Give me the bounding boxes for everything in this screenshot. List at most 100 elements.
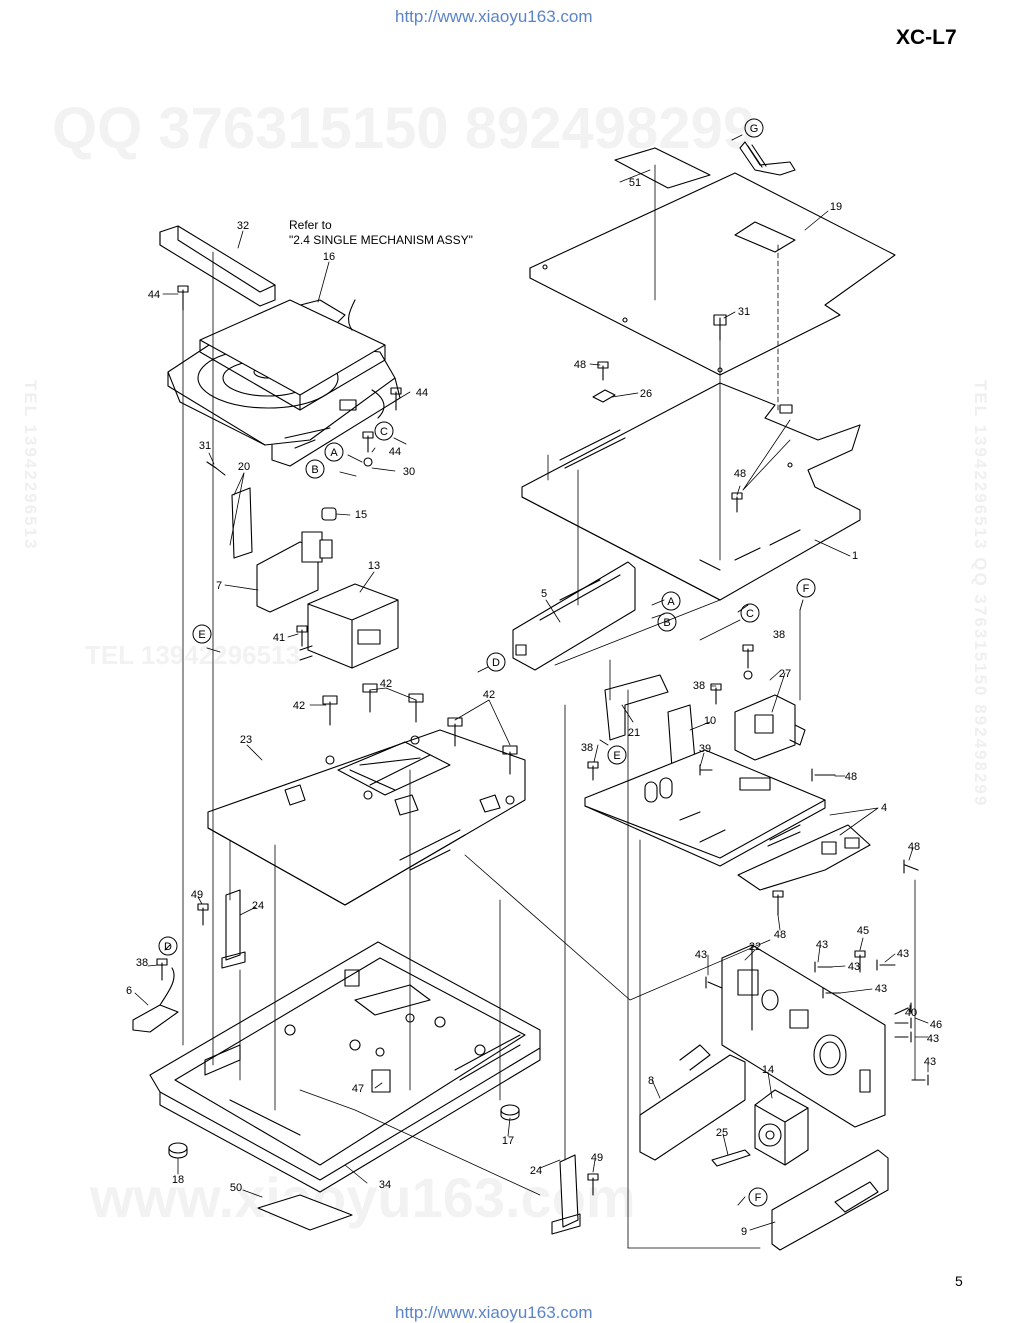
- label-24: 24: [252, 900, 264, 912]
- label-17: 17: [502, 1135, 514, 1147]
- part-6-cable-holder: [132, 967, 179, 1033]
- label-43: 43: [927, 1033, 939, 1045]
- part-51-label: [614, 147, 711, 189]
- callout-e-left: [192, 624, 212, 644]
- callout-c-right: [740, 603, 760, 623]
- label-38: 38: [581, 742, 593, 754]
- part-50-label: [257, 1194, 353, 1231]
- part-5-long-pcb: [512, 561, 636, 671]
- part-27-switch-unit: [734, 694, 806, 761]
- part-15-spacer: [321, 507, 337, 521]
- label-38: 38: [693, 680, 705, 692]
- label-43: 43: [897, 948, 909, 960]
- callout-a-right: [661, 591, 681, 611]
- callout-f-right: [796, 578, 816, 598]
- model-title: XC-L7: [896, 26, 957, 49]
- label-1: 1: [852, 550, 858, 562]
- label-43: 43: [816, 939, 828, 951]
- label-41: 41: [273, 632, 285, 644]
- watermark-tel: TEL 13942296513: [85, 640, 300, 670]
- callout-d-left: [158, 936, 178, 956]
- label-46: 46: [930, 1019, 942, 1031]
- label-48: 48: [774, 929, 786, 941]
- label-44: 44: [148, 289, 160, 301]
- label-43: 43: [695, 949, 707, 961]
- label-30: 30: [403, 466, 415, 478]
- label-40: 40: [905, 1007, 917, 1019]
- label-43: 43: [875, 983, 887, 995]
- label-43: 43: [848, 961, 860, 973]
- label-42: 42: [380, 678, 392, 690]
- label-19: 19: [830, 201, 842, 213]
- label-31: 31: [738, 306, 750, 318]
- part-23-chassis-plate: [207, 729, 526, 906]
- part-4-pcb-upper: [584, 749, 826, 867]
- source-url-top[interactable]: http://www.xiaoyu163.com: [395, 7, 593, 26]
- leader-lines: [134, 169, 929, 1231]
- label-13: 13: [368, 560, 380, 572]
- part-9-pcb: [771, 1149, 889, 1251]
- callout-f-bottom: [748, 1187, 768, 1207]
- label-6: 6: [126, 985, 132, 997]
- direction-arrows: [164, 134, 804, 1206]
- label-39: 39: [699, 743, 711, 755]
- part-17-foot: [500, 1104, 520, 1121]
- label-45: 45: [857, 925, 869, 937]
- part-7-pcb: [256, 531, 333, 613]
- label-31: 31: [199, 440, 211, 452]
- label-42: 42: [483, 689, 495, 701]
- callout-letter-a: A: [330, 447, 338, 459]
- callout-e-right: [607, 745, 627, 765]
- reference-note-line-2: "2.4 SINGLE MECHANISM ASSY": [289, 233, 473, 247]
- callout-letter-e: E: [198, 629, 205, 641]
- label-49: 49: [191, 889, 203, 901]
- reference-note: Refer to "2.4 SINGLE MECHANISM ASSY": [289, 218, 473, 248]
- label-48: 48: [845, 771, 857, 783]
- label-5: 5: [541, 588, 547, 600]
- label-26: 26: [640, 388, 652, 400]
- callout-letter-c: C: [380, 426, 388, 438]
- callout-b-right: [657, 612, 677, 632]
- source-url-bottom[interactable]: http://www.xiaoyu163.com: [395, 1303, 593, 1322]
- part-26-bracket: [592, 389, 616, 403]
- part-34-bottom-chassis: [149, 941, 541, 1193]
- label-49: 49: [591, 1152, 603, 1164]
- callout-letter-a: A: [667, 596, 675, 608]
- screws: [156, 285, 929, 1196]
- callout-letter-e: E: [613, 750, 620, 762]
- label-22: 22: [749, 941, 761, 953]
- label-25: 25: [716, 1127, 728, 1139]
- part-22-rear-panel: [721, 944, 886, 1128]
- assembly-guide-lines: [182, 164, 916, 1249]
- label-48: 48: [908, 841, 920, 853]
- part-ribbon-cable-g: [739, 141, 796, 176]
- reference-note-line-1: Refer to: [289, 218, 332, 232]
- label-51: 51: [629, 177, 641, 189]
- callout-d-mid: [486, 652, 506, 672]
- label-14: 14: [762, 1064, 774, 1076]
- part-1-main-pcb: [521, 382, 861, 601]
- label-47: 47: [352, 1083, 364, 1095]
- callout-g-top: [744, 118, 764, 138]
- label-44: 44: [389, 446, 401, 458]
- part-13-transformer: [299, 583, 399, 669]
- label-50: 50: [230, 1182, 242, 1194]
- part-20-small-pcb: [231, 487, 253, 559]
- label-23: 23: [240, 734, 252, 746]
- callout-letter-c: C: [746, 608, 754, 620]
- label-21: 21: [628, 727, 640, 739]
- label-48: 48: [574, 359, 586, 371]
- part-4-pcb-lower: [737, 824, 871, 891]
- label-16: 16: [323, 251, 335, 263]
- label-15: 15: [355, 509, 367, 521]
- connector-callouts: [158, 118, 816, 1207]
- callout-letter-f: F: [803, 583, 810, 595]
- part-16-mechanism: [167, 299, 401, 467]
- label-44: 44: [416, 387, 428, 399]
- label-7: 7: [216, 580, 222, 592]
- part-21-ribbon: [604, 674, 669, 741]
- part-18-foot: [168, 1142, 188, 1159]
- label-8: 8: [648, 1075, 654, 1087]
- part-25-bracket: [711, 1149, 751, 1167]
